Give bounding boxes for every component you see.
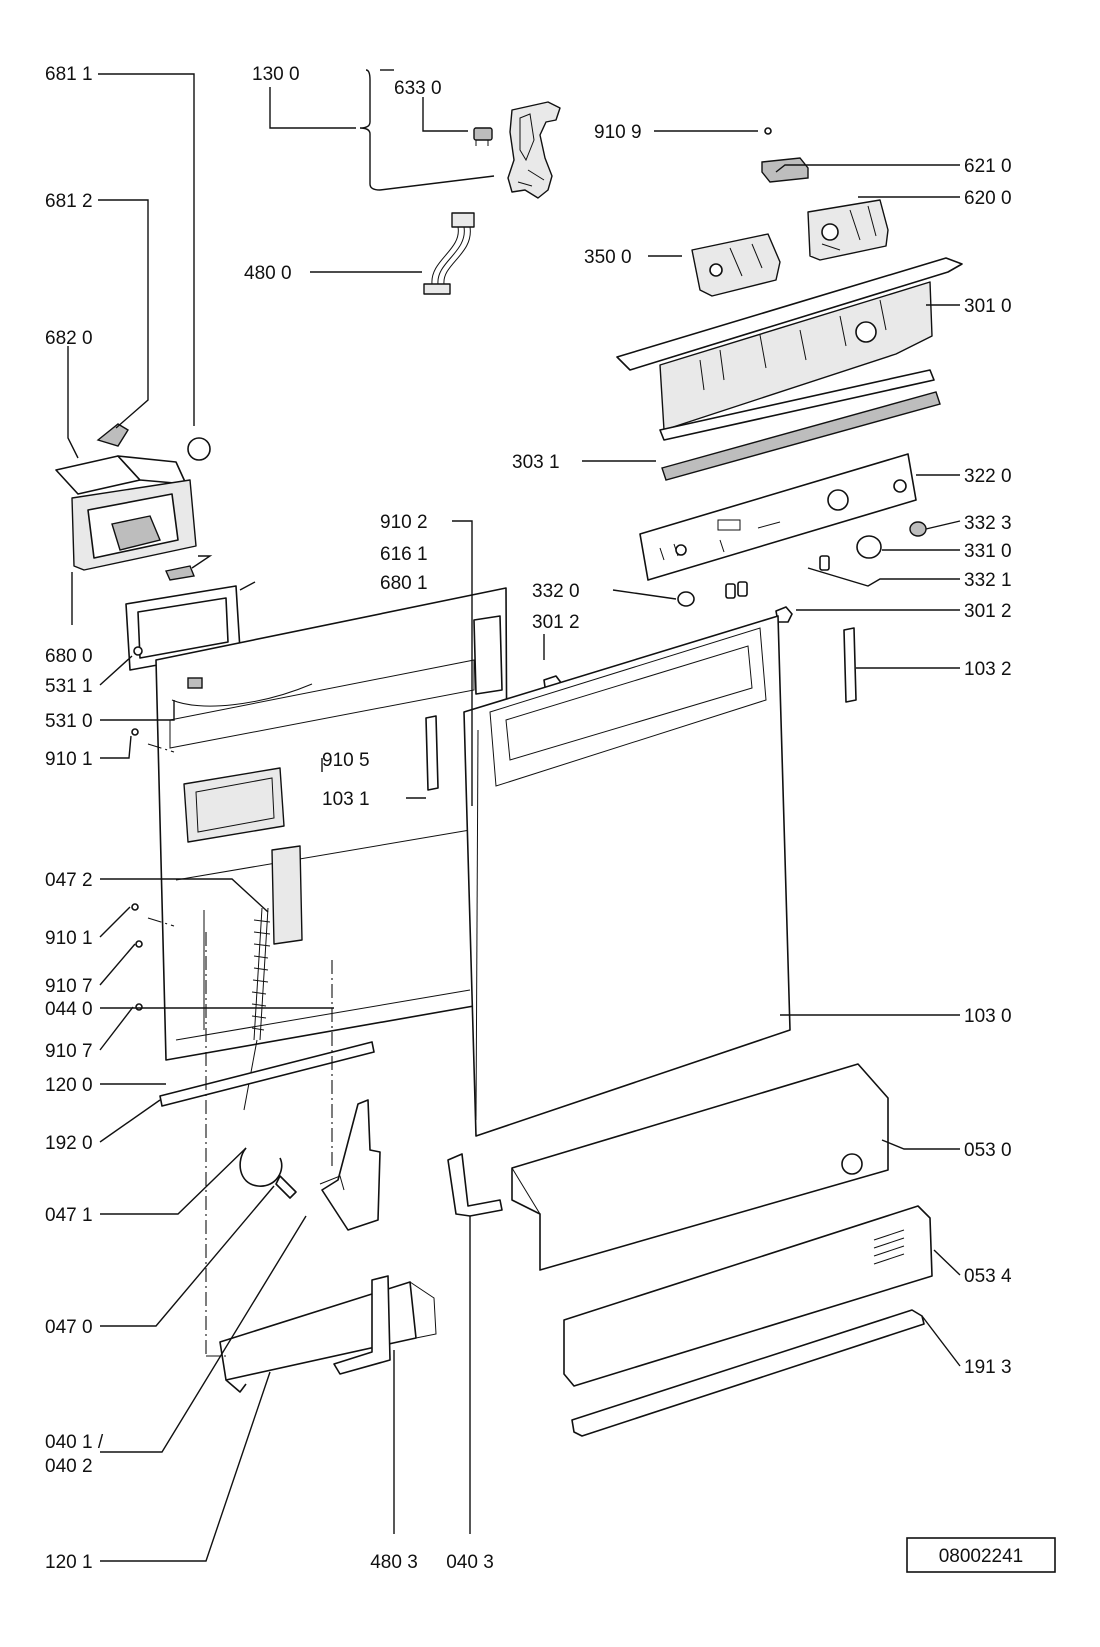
bottom-rail-part: [571, 1309, 925, 1437]
push-buttons-part: [725, 555, 830, 599]
latch-616-1-part: [165, 565, 195, 581]
label-191-3: 191 3: [964, 1357, 1012, 1378]
kickplate-cover-part: [511, 1063, 889, 1271]
screw-910-1-lower-part: [131, 903, 139, 911]
screw-531-1-part: [133, 646, 143, 656]
door-wire-part: [171, 683, 313, 707]
alignment-line: [147, 743, 175, 753]
label-681-2: 681 2: [45, 191, 93, 212]
label-120-1: 120 1: [45, 1552, 93, 1573]
label-331-0: 331 0: [964, 541, 1012, 562]
side-trim-right-part: [843, 627, 857, 703]
label-040-1: 040 1 /: [45, 1432, 104, 1453]
bracket-040-3-part: [447, 1153, 503, 1217]
label-322-0: 322 0: [964, 466, 1012, 487]
label-682-0: 682 0: [45, 328, 93, 349]
alignment-line: [147, 917, 175, 927]
control-module-620-part: [807, 199, 889, 261]
clip-480-3-part: [333, 1275, 391, 1375]
document-number-box: 08002241: [906, 1537, 1056, 1573]
kickplate-panel-part: [563, 1205, 933, 1387]
label-301-0: 301 0: [964, 296, 1012, 317]
cable-hook-part: [239, 1147, 297, 1199]
label-303-1: 303 1: [512, 452, 560, 473]
label-044-0: 044 0: [45, 999, 93, 1020]
label-301-2-upper: 301 2: [964, 601, 1012, 622]
label-047-1: 047 1: [45, 1205, 93, 1226]
label-680-1: 680 1: [380, 573, 428, 594]
screw-910-7-lower-part: [135, 1003, 143, 1011]
label-531-0: 531 0: [45, 711, 93, 732]
label-350-0: 350 0: [584, 247, 632, 268]
control-module-350-part: [691, 233, 781, 297]
trim-strip-part: [661, 391, 941, 481]
label-047-2: 047 2: [45, 870, 93, 891]
side-trim-left-part: [425, 715, 439, 791]
label-103-2: 103 2: [964, 659, 1012, 680]
knob-part: [856, 535, 882, 559]
label-047-0: 047 0: [45, 1317, 93, 1338]
screw-910-7-upper-part: [135, 940, 143, 948]
label-103-0: 103 0: [964, 1006, 1012, 1027]
inner-door-frame-part: [155, 587, 509, 1061]
label-621-0: 621 0: [964, 156, 1012, 177]
label-130-0: 130 0: [252, 64, 300, 85]
label-531-1: 531 1: [45, 676, 93, 697]
small-module-part: [761, 157, 809, 183]
label-332-1: 332 1: [964, 570, 1012, 591]
rail-192-part: [159, 1041, 375, 1107]
clip-681-2-part: [96, 423, 129, 447]
label-910-7-lower: 910 7: [45, 1041, 93, 1062]
screw-part: [764, 127, 772, 135]
label-681-1: 681 1: [45, 64, 93, 85]
detergent-dispenser-part: [55, 455, 197, 571]
label-053-4: 053 4: [964, 1266, 1012, 1287]
label-053-0: 053 0: [964, 1140, 1012, 1161]
label-910-7-upper: 910 7: [45, 976, 93, 997]
part-labels: 681 1 130 0 633 0 910 9 621 0 681 2 620 …: [45, 64, 1012, 1573]
label-616-1: 616 1: [380, 544, 428, 565]
label-480-0: 480 0: [244, 263, 292, 284]
label-120-0: 120 0: [45, 1075, 93, 1096]
hinge-040-1-part: [319, 1099, 381, 1231]
control-panel-housing-part: [616, 257, 963, 441]
label-620-0: 620 0: [964, 188, 1012, 209]
leader-lines: [67, 69, 961, 1562]
document-number: 08002241: [939, 1546, 1024, 1567]
label-680-0: 680 0: [45, 646, 93, 667]
label-910-1-upper: 910 1: [45, 749, 93, 770]
button-part: [677, 591, 695, 607]
label-910-1-lower: 910 1: [45, 928, 93, 949]
label-480-3: 480 3: [370, 1552, 418, 1573]
wire-harness-part: [423, 212, 475, 295]
label-301-2-lower: 301 2: [532, 612, 580, 633]
fascia-panel-part: [639, 453, 917, 581]
label-103-1: 103 1: [322, 789, 370, 810]
switch-bracket-part: [507, 101, 561, 199]
lower-rail-part: [219, 1281, 437, 1393]
outer-door-panel-part: [463, 615, 791, 1137]
label-910-2: 910 2: [380, 512, 428, 533]
knob-small-part: [909, 521, 927, 537]
screw-910-1-upper-part: [131, 728, 139, 736]
label-910-5: 910 5: [322, 750, 370, 771]
label-040-3: 040 3: [446, 1552, 494, 1573]
door-spring-part: [243, 907, 271, 1111]
label-633-0: 633 0: [394, 78, 442, 99]
microswitch-part: [473, 127, 493, 146]
label-910-9: 910 9: [594, 122, 642, 143]
label-192-0: 192 0: [45, 1133, 93, 1154]
door-switch-part: [187, 677, 203, 689]
label-332-3: 332 3: [964, 513, 1012, 534]
label-332-0: 332 0: [532, 581, 580, 602]
label-040-2: 040 2: [45, 1456, 93, 1477]
ring-seal-part: [187, 437, 211, 461]
